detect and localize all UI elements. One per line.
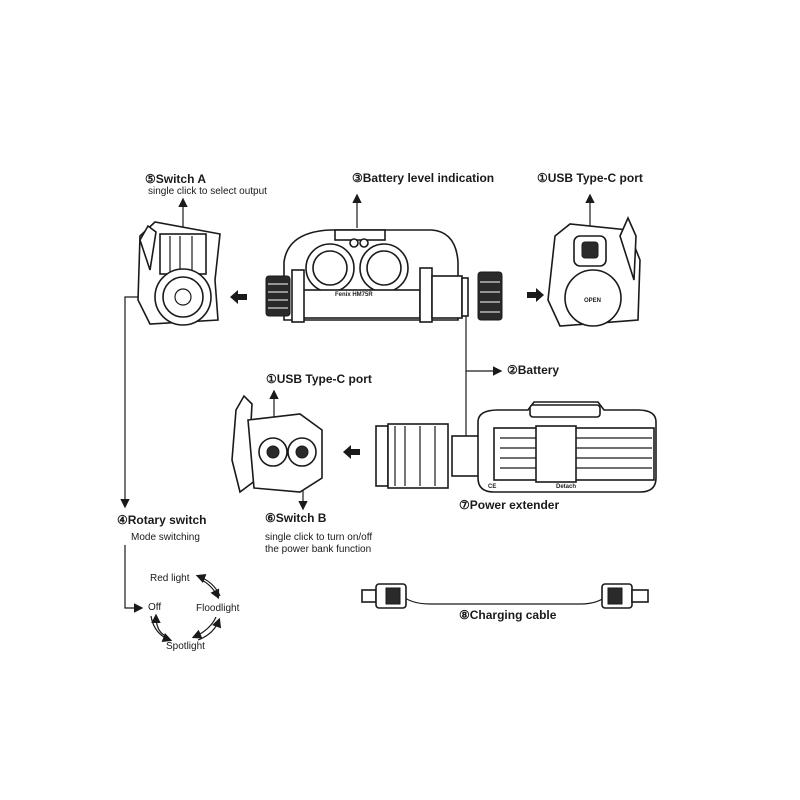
mode-spotlight: Spotlight <box>166 641 205 652</box>
headlamp-side-switch-b <box>231 394 323 494</box>
usb-bottom-label: ①USB Type-C port <box>266 372 372 386</box>
detach-mark: Detach <box>556 484 576 490</box>
battery-label: ②Battery <box>507 363 559 377</box>
direction-arrows <box>230 288 544 459</box>
cycle-arrow-icon <box>197 617 222 641</box>
headlamp-side-usb: OPEN <box>547 216 641 327</box>
switch-b-label: ⑥Switch B single click to turn on/off th… <box>265 511 372 555</box>
switch-a-label: ⑤Switch A single click to select output <box>145 172 267 197</box>
switch-a-title: ⑤Switch A <box>145 172 206 186</box>
switch-a-desc: single click to select output <box>148 186 267 197</box>
cycle-arrow-icon <box>191 616 217 639</box>
cycle-arrow-icon <box>151 613 169 638</box>
usb-top-label: ①USB Type-C port <box>537 171 643 185</box>
arrow-right-icon <box>527 288 544 302</box>
arrow-left-icon <box>230 290 247 304</box>
mode-red-light: Red light <box>150 573 190 584</box>
battery-indication-label: ③Battery level indication <box>352 171 494 185</box>
brand-mark: Fenix HM75R <box>335 292 373 298</box>
mode-off: Off <box>148 602 161 613</box>
power-extender: CE Detach <box>477 401 657 493</box>
headlamp-front: Fenix HM75R <box>265 229 503 323</box>
switch-b-desc-2: the power bank function <box>265 544 371 555</box>
cycle-arrow-icon <box>150 615 173 642</box>
rotary-switch-desc: Mode switching <box>131 532 200 543</box>
switch-b-title: ⑥Switch B <box>265 511 327 525</box>
switch-b-desc-1: single click to turn on/off <box>265 532 372 543</box>
arrow-left-icon <box>343 445 360 459</box>
rotary-switch-title: ④Rotary switch <box>117 513 206 527</box>
charging-cable <box>361 583 649 609</box>
cycle-arrow-icon <box>195 574 221 597</box>
mode-cycle: Red light Floodlight Off Spotlight <box>148 573 240 652</box>
rotary-switch-label: ④Rotary switch Mode switching <box>117 513 206 543</box>
open-mark: OPEN <box>584 298 601 304</box>
ce-mark: CE <box>488 484 496 490</box>
mode-floodlight: Floodlight <box>196 603 240 614</box>
battery-cell <box>375 423 493 489</box>
charging-cable-label: ⑧Charging cable <box>459 608 557 622</box>
power-extender-label: ⑦Power extender <box>459 498 559 512</box>
headlamp-side-switch-a <box>137 221 221 326</box>
